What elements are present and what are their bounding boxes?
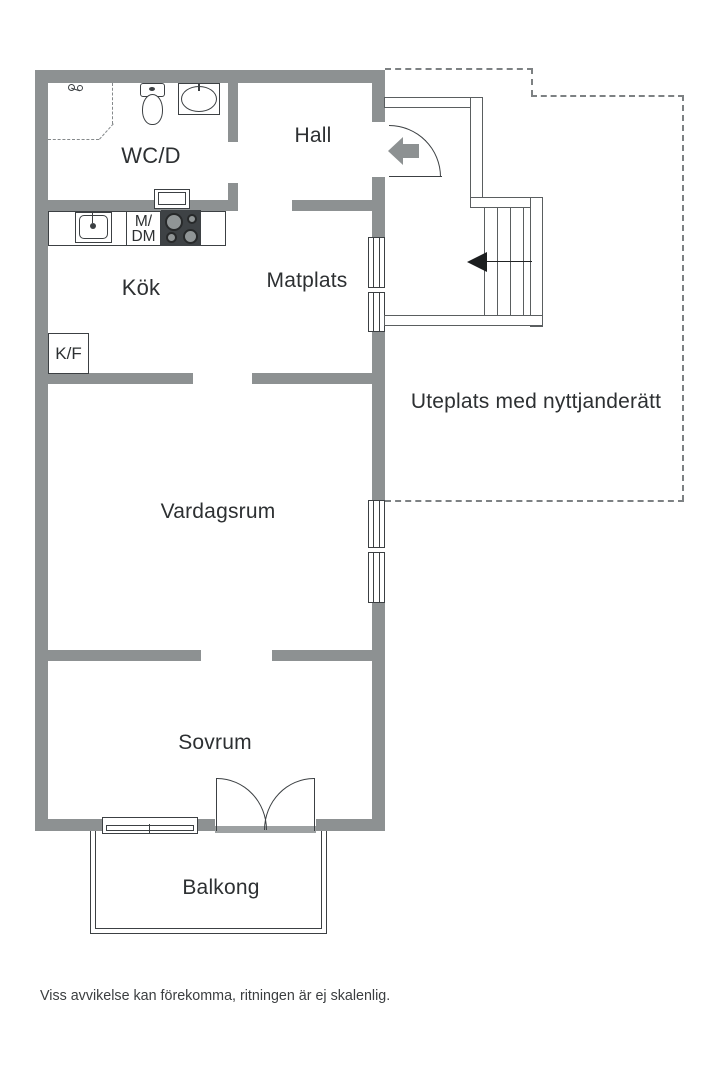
window-crossbar bbox=[368, 287, 385, 293]
uteplats-boundary-dashed bbox=[531, 68, 533, 96]
shower-mixer-icon bbox=[77, 85, 83, 91]
wall-hall-matplats bbox=[292, 200, 385, 211]
balcony-railing-inner bbox=[95, 831, 322, 929]
room-label-balkong: Balkong bbox=[182, 876, 260, 899]
stove-burner bbox=[187, 214, 197, 224]
uteplats-boundary-dashed bbox=[531, 95, 684, 97]
wall-wcd-bottom bbox=[48, 200, 238, 211]
landing-rail-top bbox=[384, 97, 483, 108]
room-label-kok: Kök bbox=[121, 275, 161, 300]
uteplats-boundary-dashed bbox=[385, 500, 684, 502]
landing-rail-right bbox=[470, 97, 483, 198]
stove-burner bbox=[183, 229, 198, 244]
room-label-hall: Hall bbox=[294, 124, 332, 147]
balcony-door-right-leaf bbox=[314, 778, 316, 831]
shower-boundary-dashed bbox=[112, 83, 113, 124]
balcony-railing-outer bbox=[90, 831, 327, 934]
stair-direction-arrow-icon bbox=[467, 252, 487, 272]
wall-wcd-hall-lower bbox=[228, 183, 238, 211]
area-label-uteplats: Uteplats med nyttjanderätt bbox=[410, 390, 662, 413]
wall-vardagsrum-sovrum-left bbox=[48, 650, 201, 661]
stair-walk-line bbox=[487, 261, 532, 263]
micro-dishwasher-label: M/ DM bbox=[126, 211, 161, 246]
fridge-freezer-box: K/F bbox=[48, 333, 89, 374]
disclaimer-text: Viss avvikelse kan förekomma, ritningen … bbox=[40, 988, 391, 1004]
vardagsrum-window bbox=[368, 500, 385, 603]
toilet-flush-button bbox=[149, 87, 155, 91]
balcony-door-right-swing bbox=[264, 778, 314, 830]
wall-kok-vardagsrum-left bbox=[48, 373, 193, 384]
stove bbox=[161, 210, 201, 246]
wall-left bbox=[35, 70, 48, 831]
window-divider bbox=[149, 824, 151, 834]
wall-top bbox=[35, 70, 385, 83]
toilet-bowl bbox=[142, 94, 163, 125]
window-crossbar bbox=[368, 547, 385, 553]
entry-arrow-icon bbox=[388, 137, 403, 165]
wall-right-upper bbox=[372, 70, 385, 122]
shower-mixer-icon bbox=[68, 84, 75, 91]
window-glass-line bbox=[372, 238, 380, 331]
room-label-wcd: WC/D bbox=[121, 143, 181, 168]
uteplats-boundary-dashed bbox=[385, 68, 533, 70]
dishwasher-cabinet bbox=[126, 211, 161, 246]
entry-arrow-icon bbox=[403, 144, 419, 158]
kitchen-sink-tap bbox=[90, 223, 96, 229]
balcony-door-left-swing bbox=[217, 778, 267, 830]
entry-door-leaf bbox=[389, 176, 442, 178]
micro-label-line1: M/ bbox=[134, 212, 153, 230]
kitchen-sink-basin bbox=[79, 215, 108, 239]
wall-niche-inner bbox=[158, 192, 186, 205]
wall-wcd-hall-upper bbox=[228, 83, 238, 142]
stove-burner bbox=[165, 213, 183, 231]
kitchen-sink-tap bbox=[92, 212, 94, 223]
fridge-freezer-label: K/F bbox=[55, 343, 82, 363]
shower-boundary-dashed bbox=[99, 123, 114, 140]
uteplats-boundary-dashed bbox=[682, 95, 684, 501]
shower-boundary-dashed bbox=[48, 139, 99, 140]
room-label-vardagsrum: Vardagsrum bbox=[160, 500, 276, 523]
micro-label-line2: DM bbox=[131, 227, 156, 245]
wall-bottom-right bbox=[316, 819, 385, 831]
room-label-sovrum: Sovrum bbox=[178, 731, 252, 754]
landing-rail-bottom bbox=[384, 315, 543, 326]
room-label-matplats: Matplats bbox=[266, 269, 348, 292]
stove-burner bbox=[166, 232, 177, 243]
wall-kok-vardagsrum-right bbox=[252, 373, 385, 384]
bathroom-sink-tap bbox=[198, 83, 200, 91]
sovrum-window bbox=[102, 817, 198, 834]
matplats-window bbox=[368, 237, 385, 332]
wall-vardagsrum-sovrum-right bbox=[272, 650, 385, 661]
